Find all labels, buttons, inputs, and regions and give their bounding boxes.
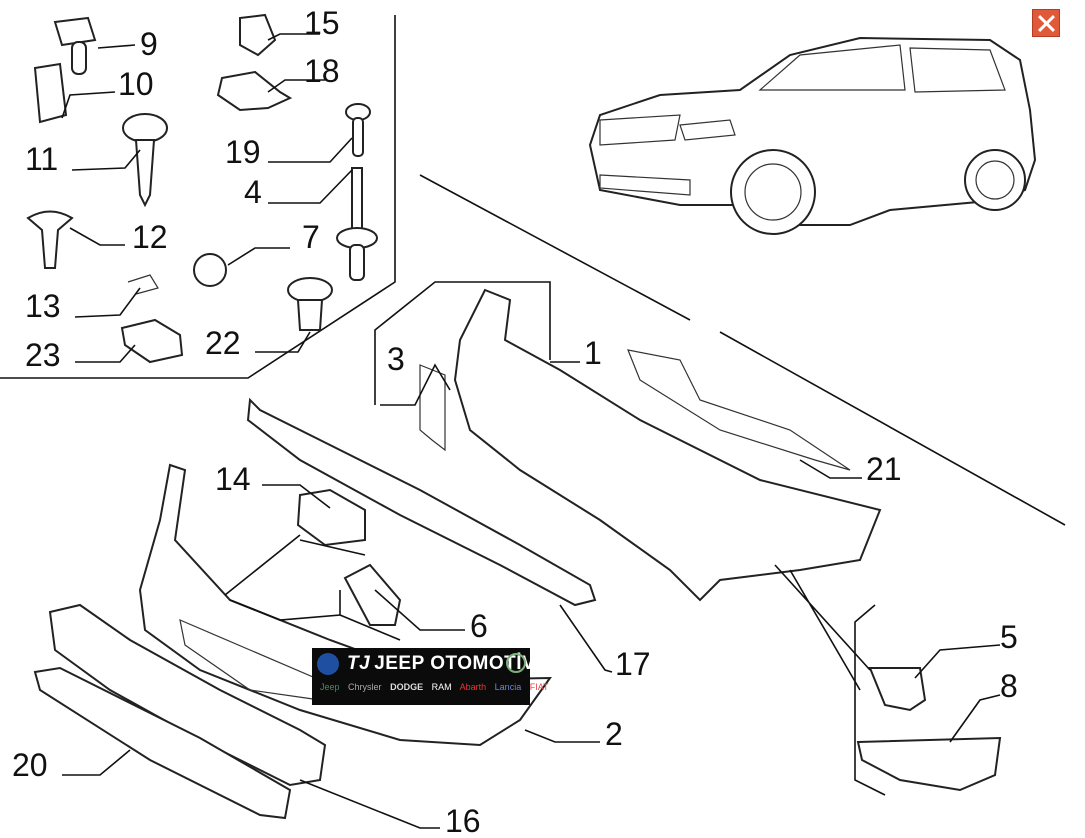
brand-dodge: DODGE bbox=[390, 682, 424, 692]
label-21: 21 bbox=[866, 451, 902, 487]
watermark-brand: JEEP OTOMOTİV bbox=[374, 653, 536, 674]
label-8: 8 bbox=[1000, 668, 1018, 704]
label-19: 19 bbox=[225, 134, 261, 170]
bumper-parts bbox=[33, 288, 1002, 820]
label-14: 14 bbox=[215, 461, 251, 497]
label-10: 10 bbox=[118, 66, 154, 102]
label-22: 22 bbox=[205, 325, 241, 361]
watermark-prefix: TJ bbox=[347, 653, 371, 674]
label-4: 4 bbox=[244, 174, 262, 210]
label-6: 6 bbox=[470, 608, 488, 644]
label-13: 13 bbox=[25, 288, 61, 324]
label-12: 12 bbox=[132, 219, 168, 255]
hardware-parts bbox=[26, 13, 378, 364]
label-1: 1 bbox=[584, 335, 602, 371]
vehicle-illustration bbox=[588, 36, 1037, 235]
label-17: 17 bbox=[615, 646, 651, 682]
label-3: 3 bbox=[387, 341, 405, 377]
label-9: 9 bbox=[140, 26, 158, 62]
close-button[interactable] bbox=[1032, 9, 1060, 37]
label-20: 20 bbox=[12, 747, 48, 783]
label-23: 23 bbox=[25, 337, 61, 373]
label-18: 18 bbox=[304, 53, 340, 89]
alfa-romeo-logo-icon bbox=[506, 653, 526, 673]
label-11: 11 bbox=[25, 141, 58, 177]
sub-brand-row: Jeep Chrysler DODGE RAM Abarth Lancia FI… bbox=[320, 682, 555, 692]
divider-lines bbox=[0, 15, 1066, 796]
brand-abarth: Abarth bbox=[459, 682, 487, 692]
label-16: 16 bbox=[445, 803, 481, 838]
part-labels: 9 10 11 12 13 23 15 18 19 4 7 22 3 1 21 … bbox=[12, 5, 1018, 838]
brand-ram: RAM bbox=[431, 682, 452, 692]
brand-jeep: Jeep bbox=[320, 682, 340, 692]
leader-lines bbox=[61, 33, 1001, 829]
brand-lancia: Lancia bbox=[494, 682, 522, 692]
label-5: 5 bbox=[1000, 619, 1018, 655]
brand-chrysler: Chrysler bbox=[348, 682, 382, 692]
label-15: 15 bbox=[304, 5, 340, 41]
brand-fiat: FIAT bbox=[529, 682, 549, 692]
mopar-logo-icon bbox=[317, 653, 339, 675]
label-7: 7 bbox=[302, 219, 320, 255]
label-2: 2 bbox=[605, 716, 623, 752]
